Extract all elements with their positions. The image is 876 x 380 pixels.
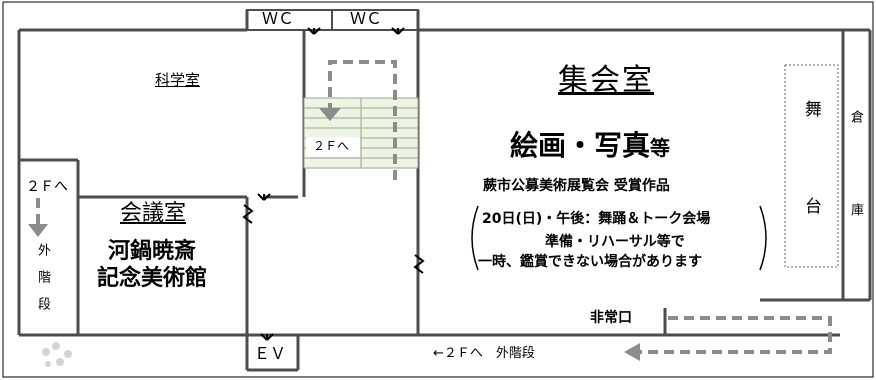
left-2f-label: ２Ｆへ (26, 179, 68, 195)
stage-label: 舞台 (801, 100, 821, 294)
arrowheads (28, 108, 640, 361)
stage-area (784, 64, 839, 268)
stairs-2f-label: ２Ｆへ (313, 139, 350, 153)
wc-right-label: ＷＣ (350, 9, 383, 28)
meeting-room-label: 会議室 (120, 201, 187, 226)
storage-label: 倉庫 (848, 110, 863, 296)
exhibit-title-suffix: 等 (650, 136, 671, 160)
exhibit-title: 絵画・写真等 (510, 132, 670, 160)
exhibit-subtitle: 蕨市公募美術展覧会 受賞作品 (483, 178, 670, 194)
notice-line3: 一時、鑑賞できない場合があります (478, 254, 702, 270)
flower-decoration (42, 342, 72, 367)
ev-label: ＥＶ (254, 344, 287, 363)
door-symbols (242, 27, 425, 341)
assembly-room-label: 集会室 (558, 63, 654, 98)
notice-bracket (471, 205, 767, 271)
museum-name-line1: 河鍋暁斎 (108, 239, 197, 264)
exhibit-title-main: 絵画・写真 (510, 129, 651, 162)
wc-left-label: ＷＣ (262, 9, 295, 28)
science-room-label: 科学室 (155, 71, 201, 89)
bottom-note: ←２Ｆへ 外階段 (433, 346, 535, 361)
route-arrows (36, 60, 832, 354)
outer-stairs-label: 外階段 (35, 243, 50, 324)
museum-name-line2: 記念美術館 (97, 266, 208, 291)
wc-boxes (246, 9, 419, 31)
notice-line2: 準備・リハーサル等で (545, 234, 685, 250)
building-walls (17, 10, 872, 372)
notice-line1: 20日(日)・午後：舞踊＆トーク会場 (482, 211, 711, 227)
emergency-exit-label: 非常口 (590, 310, 632, 326)
